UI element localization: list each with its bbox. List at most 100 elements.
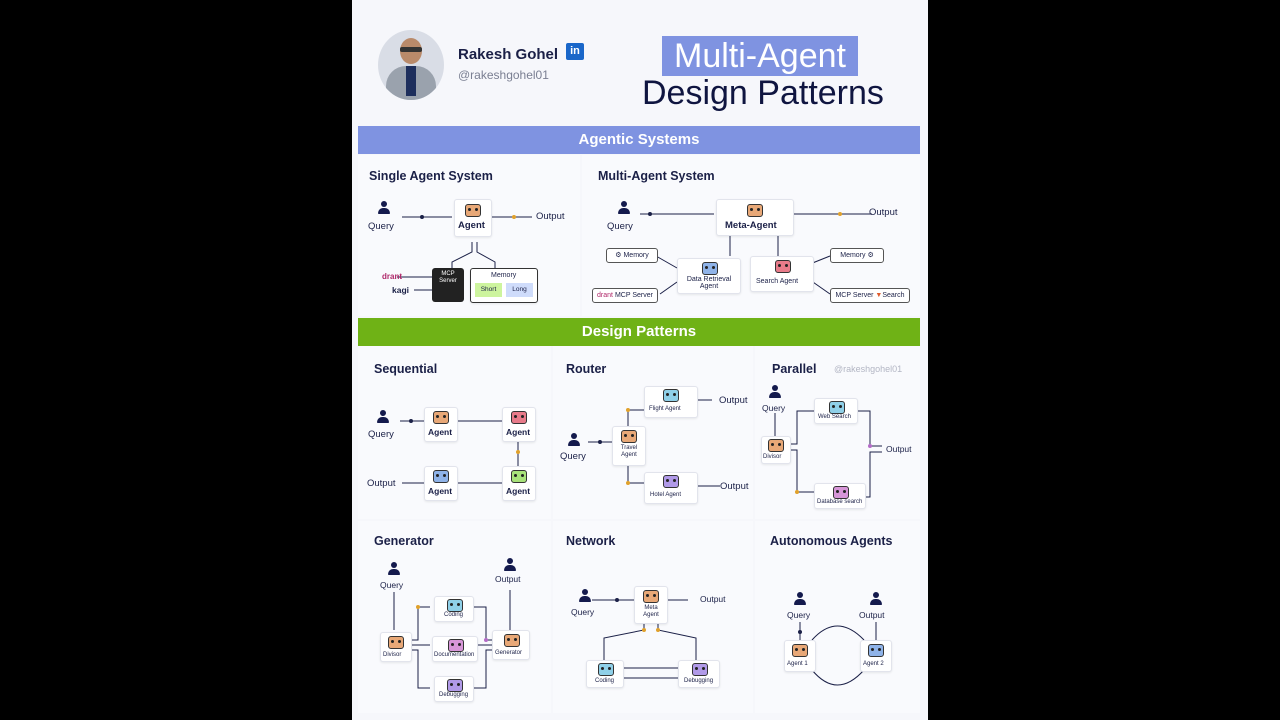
robot-icon <box>702 262 718 275</box>
robot-icon <box>433 470 449 483</box>
author-name: Rakesh Gohel <box>458 46 559 63</box>
memory-left-pill: ⚙ Memory <box>606 248 658 263</box>
sequential-agent-3: Agent <box>502 466 536 501</box>
author-avatar <box>378 30 444 100</box>
multi-output-label: Output <box>869 207 898 218</box>
generator-query-label: Query <box>380 580 404 590</box>
mcp-left-pill: drant MCP Server <box>592 288 658 303</box>
robot-icon <box>663 389 679 402</box>
hotel-agent-node: Hotel Agent <box>644 472 698 504</box>
user-icon <box>769 385 781 399</box>
user-icon <box>618 201 630 215</box>
router-output-1: Output <box>719 395 748 406</box>
user-icon <box>504 558 516 572</box>
parallel-query-label: Query <box>762 403 786 413</box>
robot-icon <box>663 475 679 488</box>
robot-icon <box>747 204 763 217</box>
user-icon <box>794 592 806 606</box>
divisor-node: Divisor <box>761 436 791 464</box>
user-icon <box>378 201 390 215</box>
robot-icon <box>465 204 481 217</box>
robot-icon <box>447 679 463 692</box>
author-handle: @rakeshgohel01 <box>458 68 549 82</box>
coding-node: Coding <box>434 596 474 622</box>
banner-design-patterns: Design Patterns <box>358 318 920 346</box>
kagi-logo: kagi <box>392 285 410 295</box>
single-agent-title: Single Agent System <box>369 169 493 183</box>
autonomous-query-label: Query <box>787 610 811 620</box>
router-query-label: Query <box>560 451 586 462</box>
robot-icon <box>775 260 791 273</box>
multi-query-label: Query <box>607 221 633 232</box>
debugging-node: Debugging <box>434 676 474 702</box>
robot-icon <box>768 439 784 452</box>
user-icon <box>579 589 591 603</box>
mcp-right-pill: MCP Server ▼Search <box>830 288 910 303</box>
router-output-2: Output <box>720 481 749 492</box>
autonomous-title: Autonomous Agents <box>770 534 893 548</box>
watermark: @rakeshgohel01 <box>834 364 903 374</box>
memory-right-pill: Memory ⚙ <box>830 248 884 263</box>
robot-icon <box>511 470 527 483</box>
robot-icon <box>829 401 845 414</box>
network-debugging-node: Debugging <box>678 660 720 688</box>
robot-icon <box>792 644 808 657</box>
title-line-2: Design Patterns <box>642 74 884 112</box>
user-icon <box>388 562 400 576</box>
search-agent-node: Search Agent <box>750 256 814 292</box>
network-coding-node: Coding <box>586 660 624 688</box>
short-memory: Short <box>475 283 502 297</box>
qdrant-logo: drant <box>382 272 402 281</box>
sequential-title: Sequential <box>374 362 438 376</box>
title-line-1: Multi-Agent <box>662 36 858 76</box>
autonomous-agent-2: Agent 2 <box>860 640 892 672</box>
network-query-label: Query <box>571 607 595 617</box>
sequential-output-label: Output <box>367 478 396 489</box>
mcp-server-node: MCP Server <box>432 268 464 302</box>
robot-icon <box>643 590 659 603</box>
robot-icon <box>504 634 520 647</box>
robot-icon <box>433 411 449 424</box>
infographic-card: Rakesh Gohel in @rakeshgohel01 Multi-Age… <box>352 0 928 720</box>
travel-agent-node: Travel Agent <box>612 426 646 466</box>
documentation-node: Documentation <box>432 636 478 662</box>
single-query-label: Query <box>368 221 394 232</box>
generator-node: Generator <box>492 630 530 660</box>
robot-icon <box>598 663 614 676</box>
banner-agentic-systems: Agentic Systems <box>358 126 920 154</box>
single-agent-node: Agent <box>454 199 492 237</box>
generator-title: Generator <box>374 534 434 548</box>
robot-icon <box>448 639 464 652</box>
sequential-agent-4: Agent <box>424 466 458 501</box>
robot-icon <box>511 411 527 424</box>
sequential-agent-1: Agent <box>424 407 458 442</box>
user-icon <box>568 433 580 447</box>
parallel-output-label: Output <box>886 444 912 454</box>
linkedin-icon[interactable]: in <box>566 43 584 60</box>
long-memory: Long <box>506 283 533 297</box>
flight-agent-node: Flight Agent <box>644 386 698 418</box>
sequential-agent-2: Agent <box>502 407 536 442</box>
robot-icon <box>833 486 849 499</box>
multi-agent-title: Multi-Agent System <box>598 169 715 183</box>
autonomous-output-label: Output <box>859 610 885 620</box>
single-output-label: Output <box>536 211 565 222</box>
database-search-node: Database search <box>814 483 866 509</box>
data-retrieval-node: Data Retrieval Agent <box>677 258 741 294</box>
meta-agent-node: Meta-Agent <box>716 199 794 236</box>
autonomous-agent-1: Agent 1 <box>784 640 816 672</box>
web-search-node: Web Search <box>814 398 858 424</box>
parallel-title: Parallel <box>772 362 817 376</box>
robot-icon <box>447 599 463 612</box>
user-icon <box>870 592 882 606</box>
memory-block: Memory Short Long <box>470 268 538 303</box>
router-title: Router <box>566 362 607 376</box>
robot-icon <box>692 663 708 676</box>
network-title: Network <box>566 534 616 548</box>
robot-icon <box>621 430 637 443</box>
robot-icon <box>868 644 884 657</box>
generator-output-label: Output <box>495 574 521 584</box>
robot-icon <box>388 636 404 649</box>
user-icon <box>377 410 389 424</box>
sequential-query-label: Query <box>368 429 394 440</box>
